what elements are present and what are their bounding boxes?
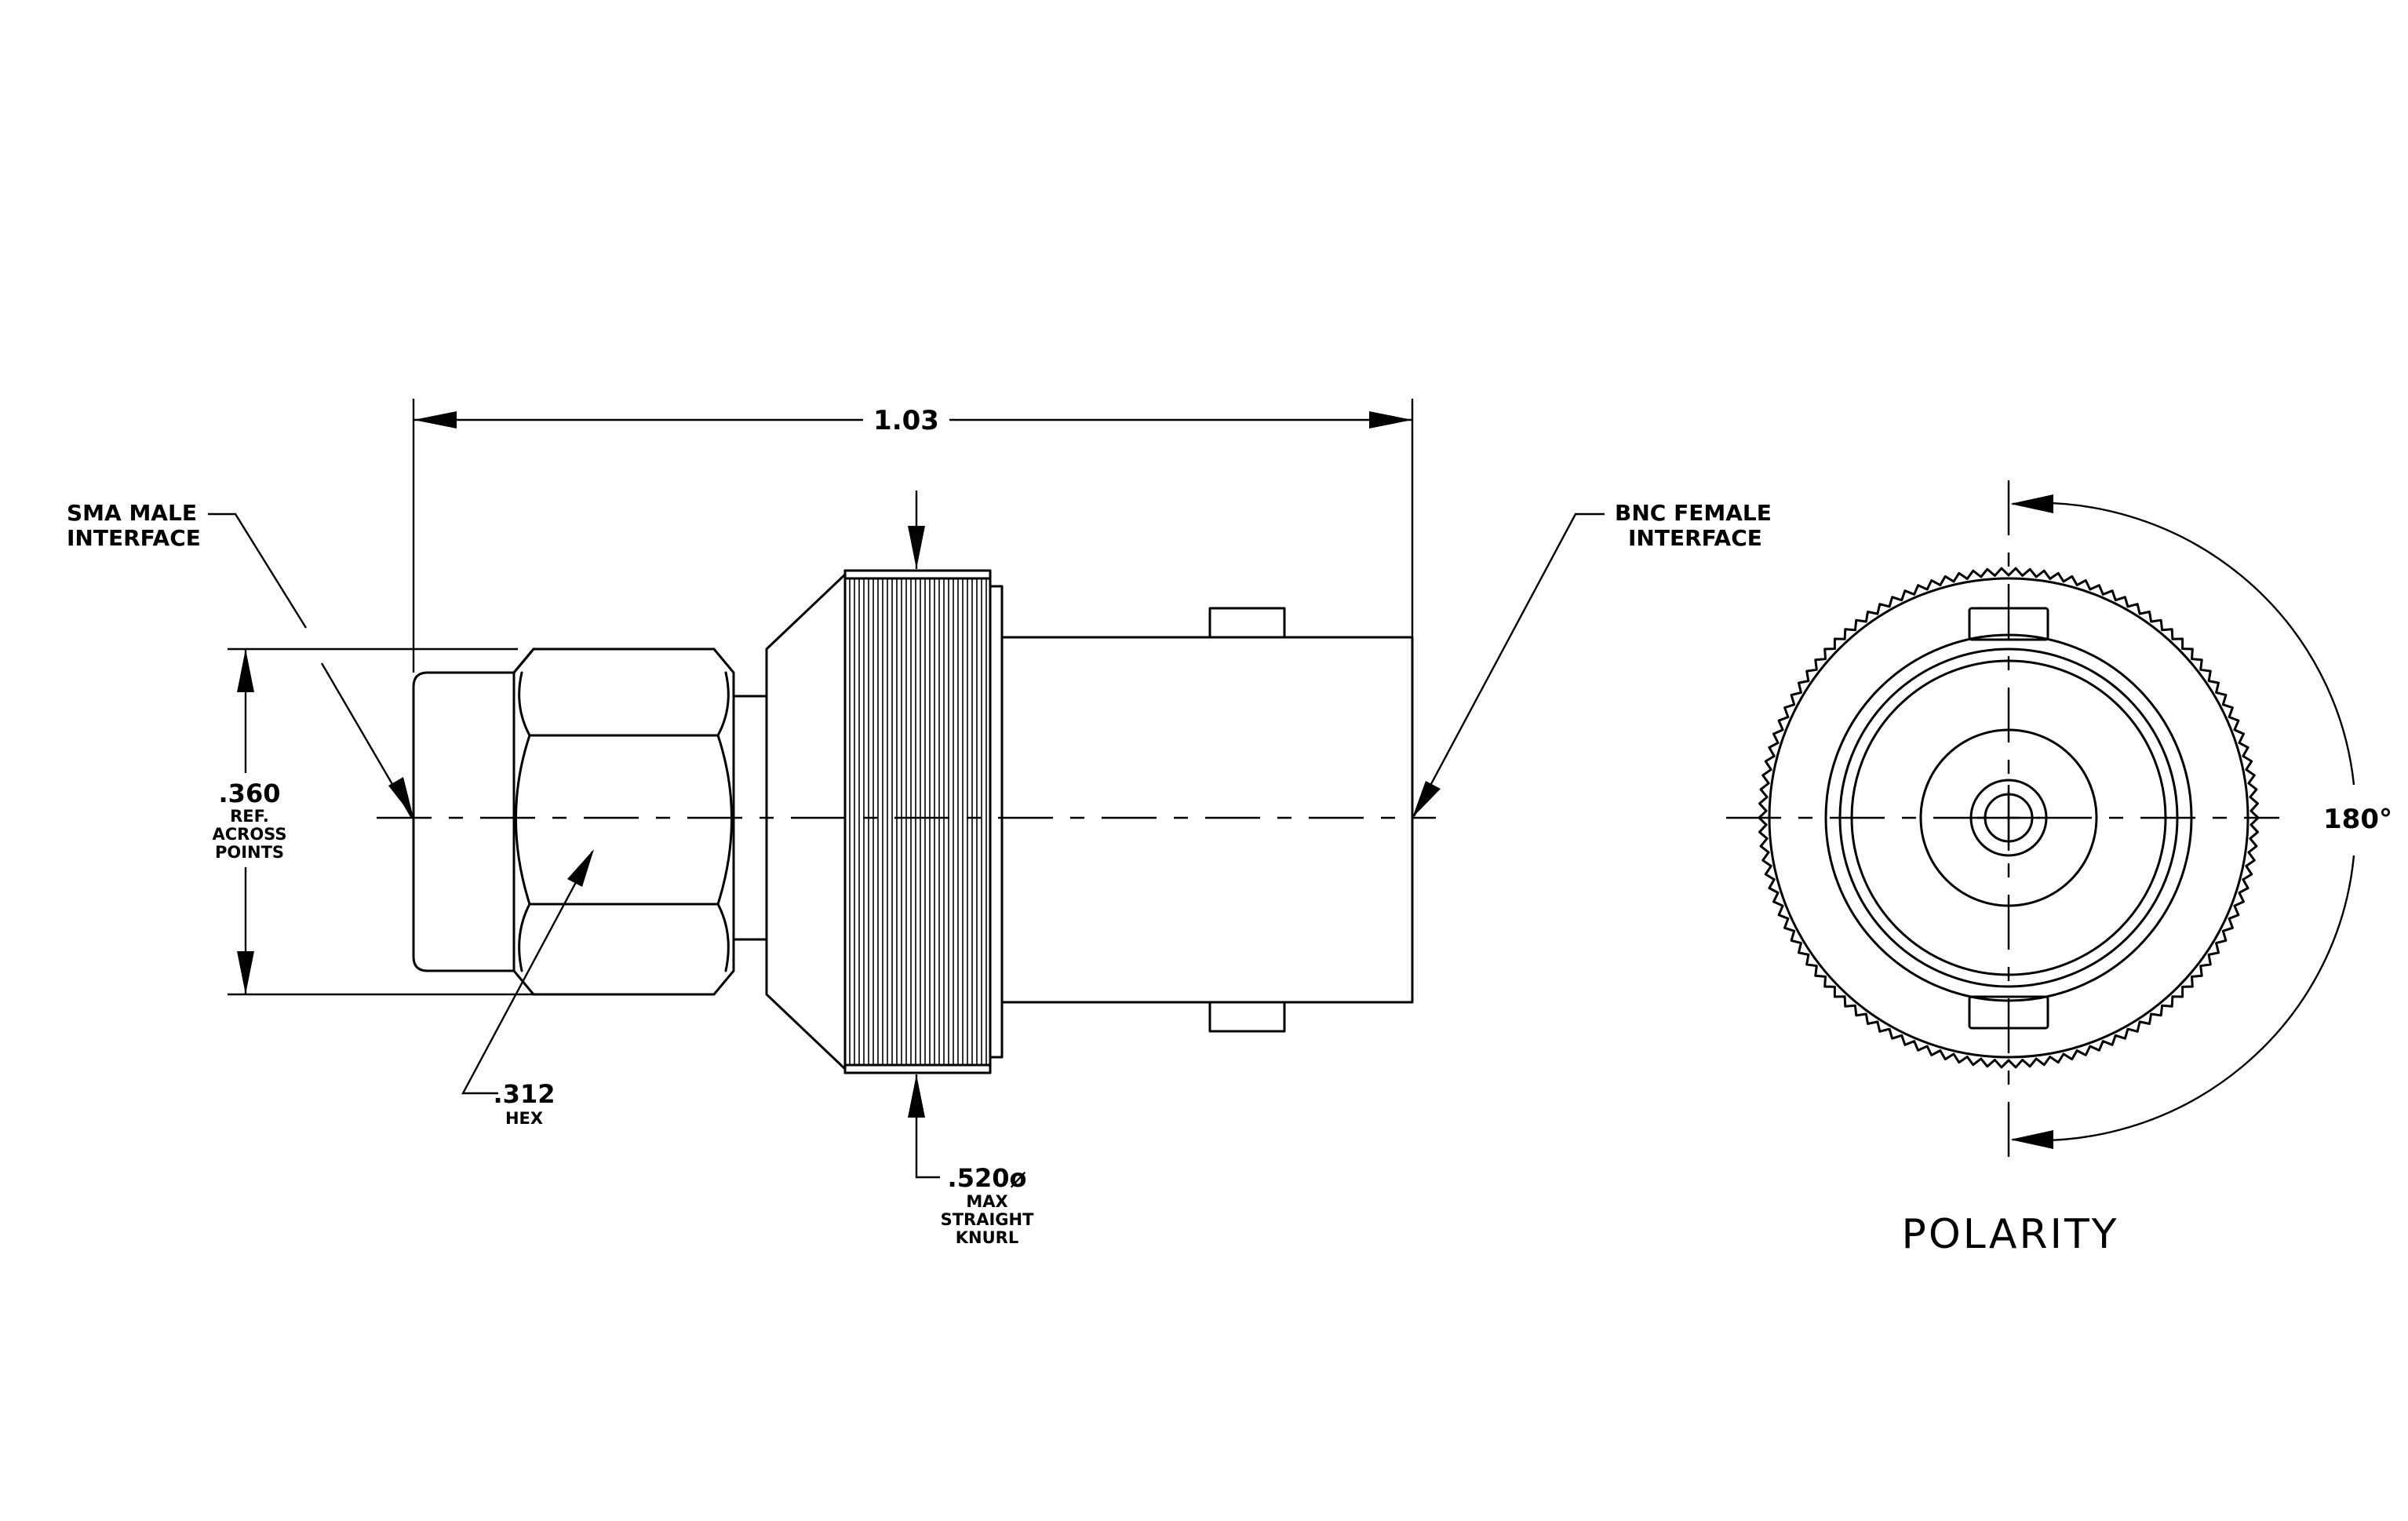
leader-hex: .312 HEX [461,849,594,1128]
front-taper [765,573,847,1071]
angle-label: 180° [2323,804,2392,835]
across-points-value: .360 [219,779,281,808]
bnc-body [1000,636,1414,1004]
hex-nut [512,647,735,996]
bnc-bayonet-pin-top [1208,607,1286,639]
leader-bnc-female: BNC FEMALE INTERFACE [1412,500,1772,818]
knurl-straight: STRAIGHT [941,1210,1034,1229]
hex-value: .312 [494,1079,556,1109]
overall-length-label: 1.03 [873,405,939,436]
side-view [377,569,1436,1074]
polarity-tab-top [1968,607,2049,641]
polarity-view: 180° POLARITY [1726,480,2392,1258]
across-points-points: POINTS [215,843,284,862]
bnc-bayonet-pin-bottom [1208,1001,1286,1033]
bnc-inner-circle [1850,659,2167,976]
polarity-tab-bottom [1968,995,2049,1030]
knurl-max: MAX [966,1192,1007,1211]
knurl-value: .520ø [948,1163,1027,1193]
polarity-title: POLARITY [1901,1211,2118,1258]
across-points-across: ACROSS [213,825,287,844]
across-points-ref: REF. [230,807,269,826]
knurl-serrated-ring [1758,567,2260,1069]
sma-nut-body [412,671,515,972]
ring-inner-edge [1768,577,2250,1059]
dielectric-circle [1919,728,2098,907]
bnc-outer-circle-2 [1838,647,2179,988]
hex-label: HEX [505,1109,543,1128]
dimension-overall-length: 1.03 [412,399,1414,673]
bnc-outer-circle [1824,633,2193,1002]
contact-outer [1969,779,2048,857]
angle-arc [2012,502,2355,786]
leader-sma-male: SMA MALE INTERFACE [67,500,413,819]
bnc-label-line1: BNC FEMALE [1615,500,1772,526]
sma-label-line2: INTERFACE [67,525,201,551]
dimension-across-points: .360 REF. ACROSS POINTS [213,647,534,996]
knurl-knurl: KNURL [956,1228,1018,1247]
sma-label-line1: SMA MALE [67,500,197,526]
knurl-ring [843,569,1004,1074]
bnc-label-line2: INTERFACE [1628,525,1762,551]
dimension-knurl: .520ø MAX STRAIGHT KNURL [908,491,1034,1247]
